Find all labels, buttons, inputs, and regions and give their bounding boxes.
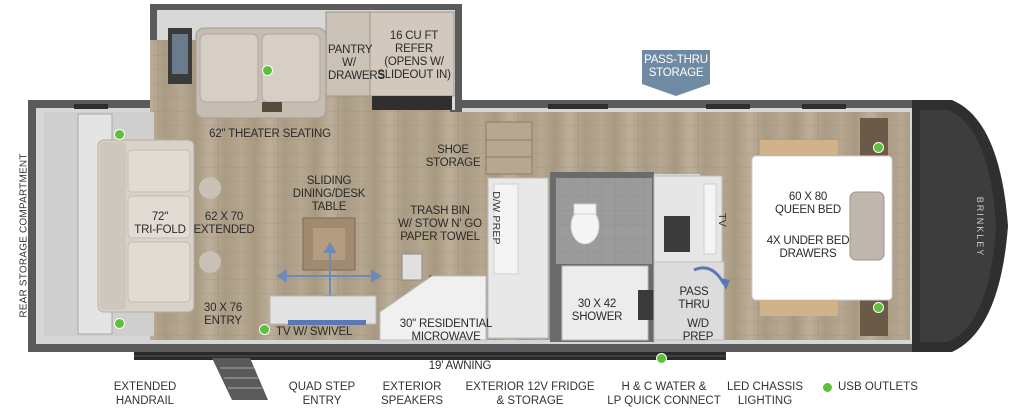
label-microwave: 30" RESIDENTIAL MICROWAVE — [399, 318, 493, 343]
legend-exterior-fridge: EXTERIOR 12V FRIDGE & STORAGE — [465, 381, 595, 407]
label-under-bed: 4x UNDER BED DRAWERS — [766, 235, 850, 260]
entry-step — [269, 295, 377, 325]
usb-dot-rear-top — [114, 129, 125, 140]
nightstand-top — [860, 118, 888, 158]
label-pantry: PANTRY w/ DRAWERS — [328, 44, 385, 82]
label-queen-bed: 60 x 80 QUEEN BED — [775, 191, 841, 216]
bathroom-floor — [556, 178, 652, 264]
pantry — [325, 11, 371, 97]
legend-usb-outlets: USB OUTLETS — [838, 381, 918, 393]
label-awning: 19' AWNING — [428, 360, 492, 372]
usb-dot-hc-water — [656, 353, 667, 364]
entry-steps — [212, 358, 268, 400]
trash-bin — [401, 253, 423, 281]
hall-floor — [530, 112, 705, 174]
usb-dot-rear-bottom — [114, 318, 125, 329]
legend-led-lighting: LED CHASSIS LIGHTING — [726, 381, 804, 407]
brand-logo: BRINKLEY — [975, 196, 985, 258]
pass-thru-storage-callout — [642, 50, 710, 96]
label-entry: 30 x 76 ENTRY — [203, 302, 243, 327]
label-pass-thru: PASS THRU — [678, 286, 710, 311]
nightstand-bottom — [860, 296, 888, 336]
kitchen-counter — [379, 275, 487, 341]
legend-exterior-speakers: EXTERIOR SPEAKERS — [381, 381, 443, 407]
legend-extended-handrail: EXTENDED HANDRAIL — [113, 381, 177, 407]
washer-dryer-area — [653, 261, 725, 341]
refrigerator — [369, 11, 455, 97]
label-tv-bedroom: TV — [716, 213, 728, 227]
usb-dot-bedroom-top — [873, 142, 884, 153]
label-wd-prep: W/D PREP — [682, 318, 714, 343]
shoe-storage-cabinet — [485, 121, 533, 175]
label-refer: 16 CU FT REFER (OPENS w/ SLIDEOUT IN) — [377, 30, 451, 81]
usb-dot-bedroom-bottom — [873, 302, 884, 313]
usb-dot-entry — [259, 324, 270, 335]
label-tv-swivel: TV w/ SWIVEL — [276, 326, 353, 338]
label-shoe-storage: SHOE STORAGE — [425, 144, 481, 169]
label-pass-thru-storage: PASS-THRU STORAGE — [644, 54, 708, 79]
label-extended: 62 x 70 EXTENDED — [193, 211, 255, 236]
legend-hc-water: H & C WATER & LP QUICK CONNECT — [607, 381, 721, 407]
pillows — [849, 191, 885, 261]
label-tri-fold: 72" TRI-FOLD — [134, 211, 186, 236]
usb-legend-dot — [822, 382, 833, 393]
label-trash-bin: TRASH BIN w/ STOW N' GO PAPER TOWEL — [398, 205, 482, 243]
label-dining-table: SLIDING DINING/DESK TABLE — [292, 175, 366, 213]
legend-quad-step: QUAD STEP ENTRY — [288, 381, 356, 407]
label-dw-prep: D/W PREP — [490, 191, 502, 245]
label-shower: 30 x 42 SHOWER — [571, 298, 623, 323]
usb-dot-slideout — [262, 65, 273, 76]
label-rear-storage: REAR STORAGE COMPARTMENT — [18, 153, 30, 318]
tv-swivel — [288, 320, 366, 325]
sofa-back — [100, 142, 126, 310]
label-theater-seating: 62" THEATER SEATING — [209, 128, 331, 140]
